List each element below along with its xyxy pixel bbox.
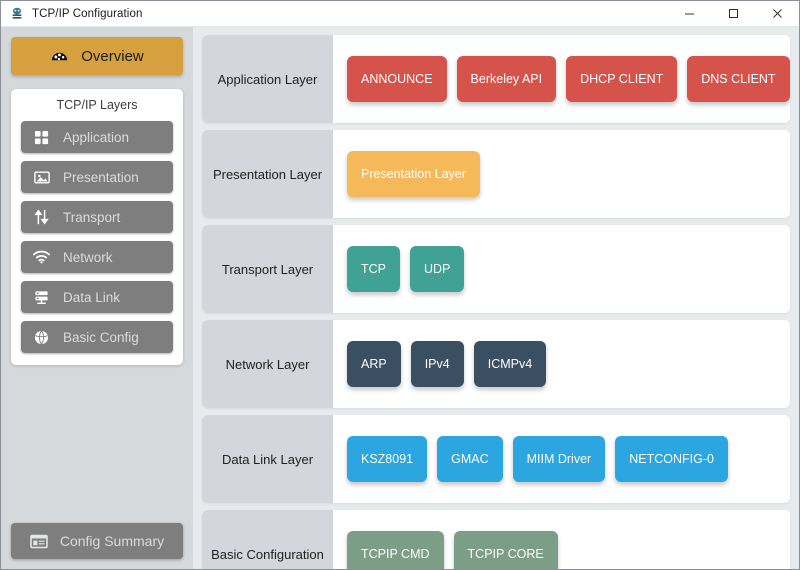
layer-chip-group: ARP IPv4 ICMPv4 (333, 320, 790, 408)
minimize-icon[interactable] (667, 1, 711, 27)
layer-row-label: Basic Configuration (202, 510, 333, 569)
sidebar-item-label: Application (63, 129, 130, 145)
chip[interactable]: TCPIP CMD (347, 531, 444, 569)
window-list-icon (30, 534, 48, 549)
sidebar-item-presentation[interactable]: Presentation (21, 161, 173, 193)
chip[interactable]: ICMPv4 (473, 341, 547, 387)
chip[interactable]: NETCONFIG-0 (615, 436, 728, 482)
sidebar-item-transport[interactable]: Transport (21, 201, 173, 233)
config-summary-label: Config Summary (59, 533, 165, 549)
chip[interactable]: Presentation Layer (347, 151, 480, 197)
window-title: TCP/IP Configuration (32, 7, 143, 20)
layer-row-application: Application Layer ANNOUNCE Berkeley API … (202, 35, 790, 123)
layer-row-label: Network Layer (202, 320, 333, 408)
sidebar-item-network[interactable]: Network (21, 241, 173, 273)
close-icon[interactable] (755, 1, 799, 27)
chip[interactable]: IPv4 (410, 341, 464, 387)
chip[interactable]: GMAC (437, 436, 503, 482)
server-icon (33, 289, 50, 306)
sidebar-item-basic-config[interactable]: Basic Config (21, 321, 173, 353)
network-node-icon (9, 6, 25, 22)
chip[interactable]: ARP (347, 341, 401, 387)
overview-label: Overview (81, 47, 144, 65)
layer-chip-group: KSZ8091 GMAC MIIM Driver NETCONFIG-0 (333, 415, 790, 503)
layer-row-label: Transport Layer (202, 225, 333, 313)
sidebar: Overview TCP/IP Layers Application (1, 27, 193, 569)
wifi-icon (33, 249, 50, 266)
window-body: Overview TCP/IP Layers Application (1, 27, 799, 569)
sidebar-item-label: Transport (63, 209, 121, 225)
chip[interactable]: DHCP CLIENT (566, 56, 678, 102)
globe-icon (33, 329, 50, 346)
title-bar: TCP/IP Configuration (1, 1, 799, 27)
chip[interactable]: MIIM Driver (512, 436, 606, 482)
layer-chip-group: TCPIP CMD TCPIP CORE (333, 510, 790, 569)
chip[interactable]: DNS CLIENT (687, 56, 790, 102)
grid-icon (33, 129, 50, 146)
layer-row-label: Application Layer (202, 35, 333, 123)
chip[interactable]: UDP (410, 246, 465, 292)
layers-content-area[interactable]: Application Layer ANNOUNCE Berkeley API … (193, 27, 799, 569)
sidebar-item-label: Presentation (63, 169, 139, 185)
layers-card-title: TCP/IP Layers (56, 98, 138, 112)
gauge-icon (50, 47, 69, 66)
config-summary-button[interactable]: Config Summary (11, 523, 183, 559)
layer-row-network: Network Layer ARP IPv4 ICMPv4 (202, 320, 790, 408)
sidebar-item-label: Basic Config (63, 329, 139, 345)
layer-row-basic-configuration: Basic Configuration TCPIP CMD TCPIP CORE (202, 510, 790, 569)
maximize-icon[interactable] (711, 1, 755, 27)
layer-row-transport: Transport Layer TCP UDP (202, 225, 790, 313)
sidebar-item-data-link[interactable]: Data Link (21, 281, 173, 313)
layer-row-label: Data Link Layer (202, 415, 333, 503)
sidebar-item-label: Network (63, 249, 113, 265)
layer-chip-group: ANNOUNCE Berkeley API DHCP CLIENT DNS CL… (333, 35, 790, 123)
layer-row-presentation: Presentation Layer Presentation Layer (202, 130, 790, 218)
sidebar-item-application[interactable]: Application (21, 121, 173, 153)
layer-chip-group: Presentation Layer (333, 130, 790, 218)
chip[interactable]: TCPIP CORE (453, 531, 558, 569)
sidebar-item-label: Data Link (63, 289, 121, 305)
tcpip-layers-card: TCP/IP Layers Application (11, 89, 183, 365)
window-controls (667, 1, 799, 27)
chip[interactable]: TCP (347, 246, 400, 292)
chip[interactable]: KSZ8091 (347, 436, 428, 482)
overview-button[interactable]: Overview (11, 37, 183, 75)
layer-row-data-link: Data Link Layer KSZ8091 GMAC MIIM Driver… (202, 415, 790, 503)
sidebar-spacer (11, 365, 183, 523)
image-icon (33, 169, 50, 186)
chip[interactable]: ANNOUNCE (347, 56, 447, 102)
arrows-up-down-icon (33, 209, 50, 226)
layer-row-label: Presentation Layer (202, 130, 333, 218)
layer-chip-group: TCP UDP (333, 225, 790, 313)
chip[interactable]: Berkeley API (456, 56, 557, 102)
